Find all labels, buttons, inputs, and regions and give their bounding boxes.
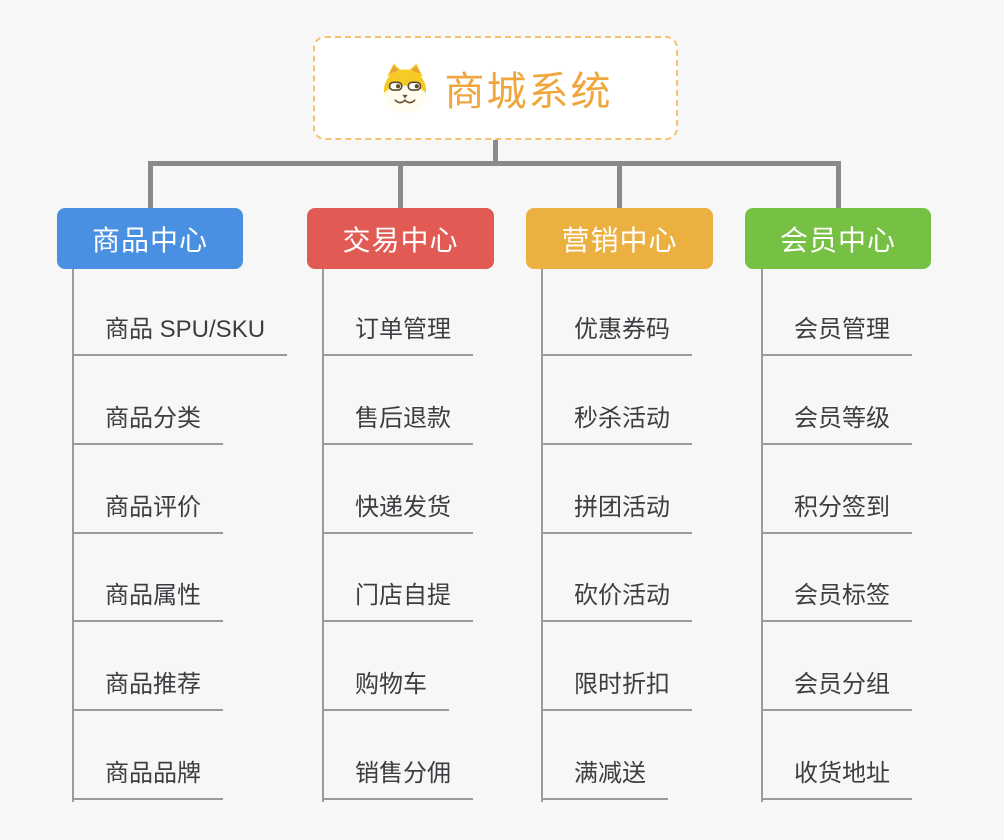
leaf-node[interactable]: 会员等级 xyxy=(761,403,912,445)
leaf-node[interactable]: 拼团活动 xyxy=(541,492,692,534)
leaf-node[interactable]: 销售分佣 xyxy=(322,758,473,800)
branch-node-trade[interactable]: 交易中心 xyxy=(307,208,494,269)
column-spine xyxy=(541,269,543,802)
leaf-node[interactable]: 商品属性 xyxy=(72,580,223,622)
branch-drop-connector xyxy=(148,161,153,208)
branch-label: 会员中心 xyxy=(779,224,896,256)
leaf-node[interactable]: 会员分组 xyxy=(761,669,912,711)
leaf-node[interactable]: 订单管理 xyxy=(322,314,473,356)
leaf-node[interactable]: 满减送 xyxy=(541,758,668,800)
root-stem-connector xyxy=(493,138,498,165)
branch-drop-connector xyxy=(836,161,841,208)
leaf-node[interactable]: 限时折扣 xyxy=(541,669,692,711)
leaf-node[interactable]: 会员标签 xyxy=(761,580,912,622)
branch-label: 交易中心 xyxy=(342,224,459,256)
leaf-node[interactable]: 积分签到 xyxy=(761,492,912,534)
branch-drop-connector xyxy=(398,161,403,208)
column-spine xyxy=(322,269,324,802)
root-node[interactable]: 商城系统 xyxy=(313,36,678,140)
branch-node-members[interactable]: 会员中心 xyxy=(745,208,931,269)
leaf-node[interactable]: 快递发货 xyxy=(322,492,473,534)
branch-node-marketing[interactable]: 营销中心 xyxy=(526,208,713,269)
leaf-node[interactable]: 秒杀活动 xyxy=(541,403,692,445)
leaf-node[interactable]: 购物车 xyxy=(322,669,449,711)
branch-label: 商品中心 xyxy=(91,224,208,256)
column-spine xyxy=(72,269,74,802)
leaf-node[interactable]: 商品分类 xyxy=(72,403,223,445)
leaf-node[interactable]: 砍价活动 xyxy=(541,580,692,622)
branch-bus-connector xyxy=(148,161,841,166)
leaf-node[interactable]: 商品品牌 xyxy=(72,758,223,800)
leaf-node[interactable]: 商品 SPU/SKU xyxy=(72,314,288,356)
column-spine xyxy=(761,269,763,802)
root-title: 商城系统 xyxy=(444,70,613,114)
leaf-node[interactable]: 商品评价 xyxy=(72,492,223,534)
leaf-node[interactable]: 门店自提 xyxy=(322,580,473,622)
branch-node-products[interactable]: 商品中心 xyxy=(57,208,243,269)
branch-label: 营销中心 xyxy=(561,224,678,256)
leaf-node[interactable]: 优惠券码 xyxy=(541,314,692,356)
leaf-node[interactable]: 收货地址 xyxy=(761,758,912,800)
branch-drop-connector xyxy=(617,161,622,208)
doge-icon xyxy=(383,63,426,114)
leaf-node[interactable]: 会员管理 xyxy=(761,314,912,356)
leaf-node[interactable]: 售后退款 xyxy=(322,403,473,445)
leaf-node[interactable]: 商品推荐 xyxy=(72,669,223,711)
